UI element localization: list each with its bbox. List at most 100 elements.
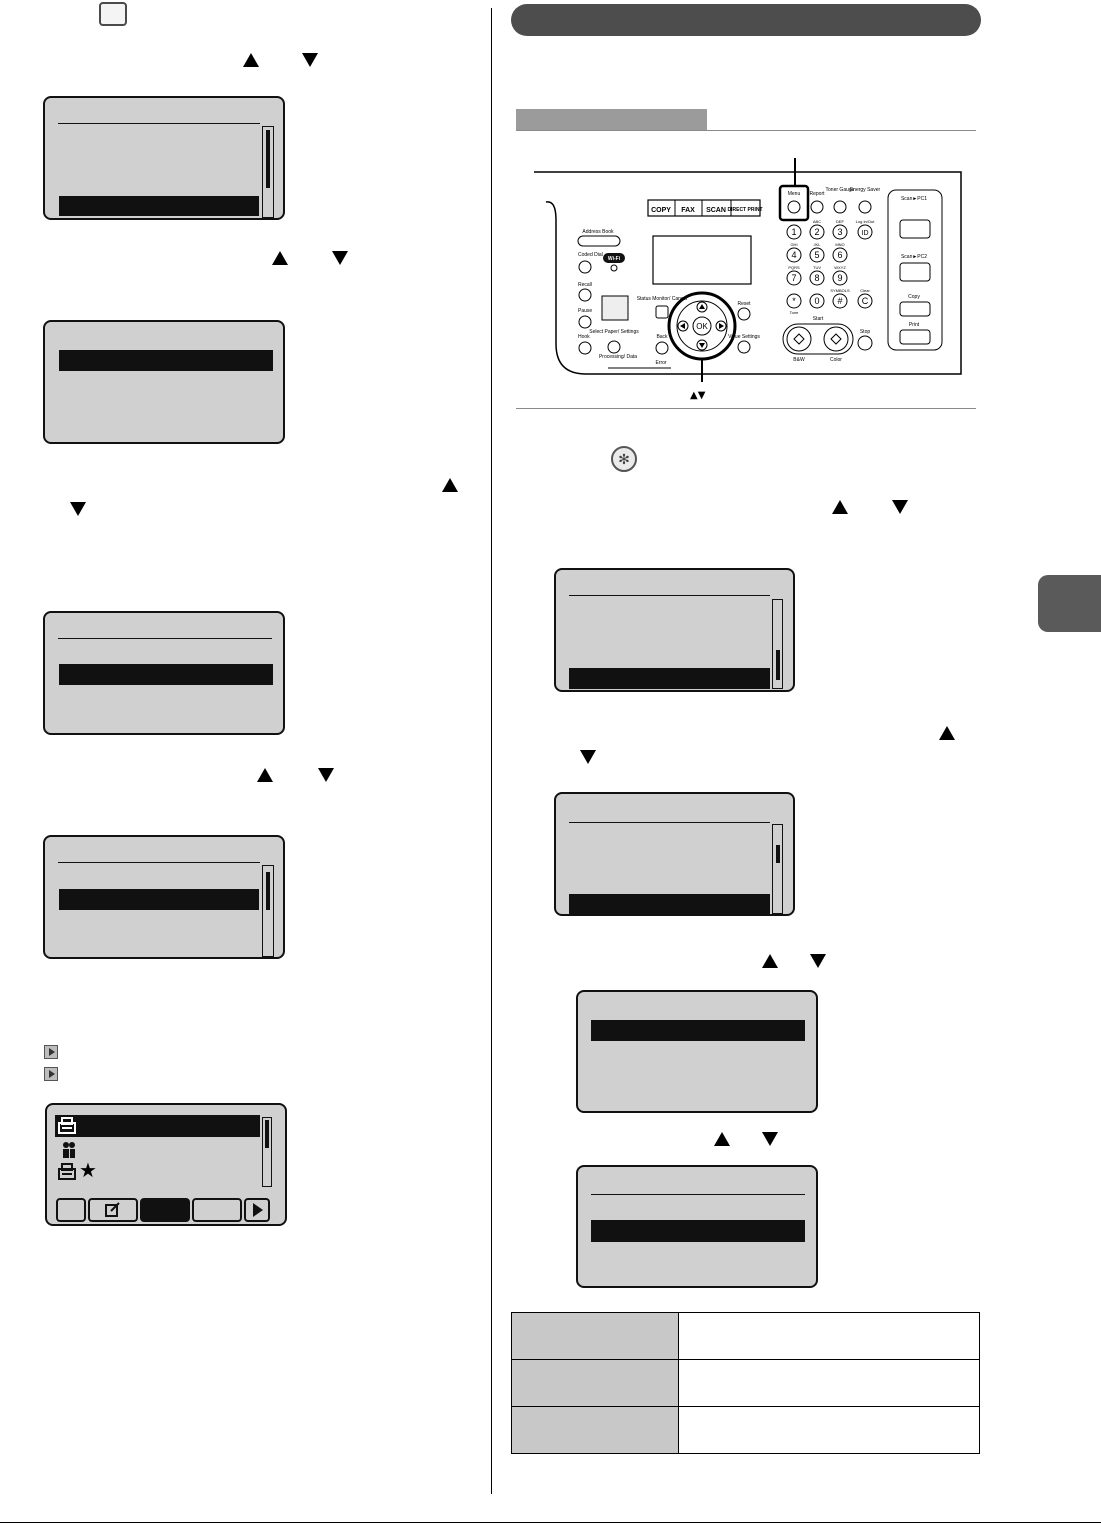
down-arrow-icon <box>332 251 348 265</box>
lcd-scroll-thumb <box>776 845 780 863</box>
address-book-label: Address Book <box>582 229 614 235</box>
soft-key[interactable] <box>56 1198 86 1222</box>
keypad-key: 5 <box>814 250 819 260</box>
lcd-divider <box>569 595 770 596</box>
wifi-label: Wi-Fi <box>608 256 621 262</box>
keypad-key: 8 <box>814 273 819 283</box>
arrow-keys-caption: ▲▼ <box>690 390 706 401</box>
soft-key-selected[interactable] <box>140 1198 190 1222</box>
select-paper-label: Select Paper/ Settings <box>589 329 639 335</box>
keypad-key: # <box>837 296 842 306</box>
keypad-letters: Tone <box>790 310 799 315</box>
down-arrow-icon <box>892 500 908 514</box>
lcd-selected-row <box>591 1020 805 1041</box>
printer-icon <box>58 1117 76 1134</box>
lcd-screen <box>576 1165 818 1288</box>
menu-key-icon <box>611 446 637 472</box>
next-soft-key[interactable] <box>244 1198 270 1222</box>
keypad-button[interactable] <box>99 2 127 26</box>
down-arrow-icon <box>70 502 86 516</box>
back-label: Back <box>656 334 668 340</box>
lcd-screen <box>43 320 285 444</box>
keypad-letters: GHI <box>790 242 797 247</box>
lcd-screen <box>576 990 818 1113</box>
table-row <box>511 1359 980 1407</box>
lcd-scrollbar <box>772 824 783 914</box>
keypad-key: * <box>792 296 796 306</box>
table-header-cell <box>511 1406 679 1454</box>
lcd-selected-row <box>591 1220 805 1242</box>
keypad-key: 9 <box>837 273 842 283</box>
clear-key: C <box>862 296 869 306</box>
soft-key[interactable] <box>192 1198 242 1222</box>
up-arrow-icon <box>832 500 848 514</box>
table-row <box>511 1406 980 1454</box>
keypad-letters: WXYZ <box>834 265 846 270</box>
lcd-screen <box>43 835 285 959</box>
recall-label: Recall <box>578 282 592 288</box>
clear-label: Clear <box>860 288 870 293</box>
up-arrow-icon <box>762 954 778 968</box>
section-header-bar <box>511 4 981 36</box>
right-arrow-icon <box>253 1203 263 1217</box>
up-arrow-icon <box>714 1132 730 1146</box>
table-header-cell <box>511 1312 679 1360</box>
table-header-cell <box>511 1359 679 1407</box>
pause-label: Pause <box>578 308 592 314</box>
scan-pc2-label: Scan►PC2 <box>901 254 927 260</box>
lcd-divider <box>58 862 260 863</box>
reset-label: Reset <box>737 301 751 307</box>
toner-gauge-label: Toner Gauge <box>826 187 855 193</box>
error-label: Error <box>655 360 666 366</box>
settings-table <box>511 1312 980 1454</box>
lcd-divider <box>591 1194 805 1195</box>
people-icon <box>63 1142 75 1158</box>
lcd-scroll-thumb <box>776 650 780 680</box>
copy-key-label: Copy <box>908 294 920 300</box>
color-label: Color <box>830 357 842 363</box>
illustration-rule <box>516 408 976 409</box>
keypad-letters: ABC <box>813 219 821 224</box>
stop-label: Stop <box>860 329 871 335</box>
lcd-divider <box>58 638 272 639</box>
lcd-selected-row <box>569 668 770 689</box>
down-arrow-icon <box>318 768 334 782</box>
print-key-label: Print <box>909 322 920 328</box>
keypad-key: 1 <box>791 227 796 237</box>
keypad-key: 6 <box>837 250 842 260</box>
lcd-scroll-thumb <box>265 1120 269 1148</box>
mode-key-fax: FAX <box>681 207 695 214</box>
keypad-key: 3 <box>837 227 842 237</box>
up-arrow-icon <box>939 726 955 740</box>
table-cell <box>678 1312 980 1360</box>
star-icon: ★ <box>79 1160 97 1182</box>
bw-label: B&W <box>793 357 805 363</box>
keypad-letters: MNO <box>835 242 844 247</box>
coded-dial-label: Coded Dial <box>578 252 603 258</box>
keypad-key: 2 <box>814 227 819 237</box>
start-label: Start <box>813 316 824 322</box>
edit-soft-key[interactable] <box>88 1198 138 1222</box>
mode-key-direct-print: DIRECT PRINT <box>728 207 763 213</box>
lcd-selected-row <box>55 1115 260 1137</box>
control-panel-illustration: COPY FAX SCAN DIRECT PRINT Menu Report T… <box>534 158 962 401</box>
edit-icon <box>105 1202 120 1217</box>
keypad-key: 7 <box>791 273 796 283</box>
energy-saver-label: Energy Saver <box>850 187 881 193</box>
lcd-selected-row <box>59 350 273 371</box>
lcd-scrollbar <box>262 865 274 957</box>
lcd-screen <box>554 792 795 916</box>
keypad-letters: SYMBOLS <box>830 288 850 293</box>
footer-rule <box>0 1522 1101 1523</box>
table-cell <box>678 1406 980 1454</box>
id-key: ID <box>862 230 869 237</box>
lcd-screen <box>43 96 285 220</box>
lcd-scrollbar <box>262 126 274 218</box>
lcd-selected-row <box>59 196 259 216</box>
column-divider <box>491 8 492 1494</box>
hook-label: Hook <box>578 334 590 340</box>
subsection-rule <box>516 130 976 131</box>
menu-key-label: Menu <box>788 191 801 197</box>
lcd-scroll-thumb <box>266 872 270 910</box>
mode-key-copy: COPY <box>651 207 671 214</box>
